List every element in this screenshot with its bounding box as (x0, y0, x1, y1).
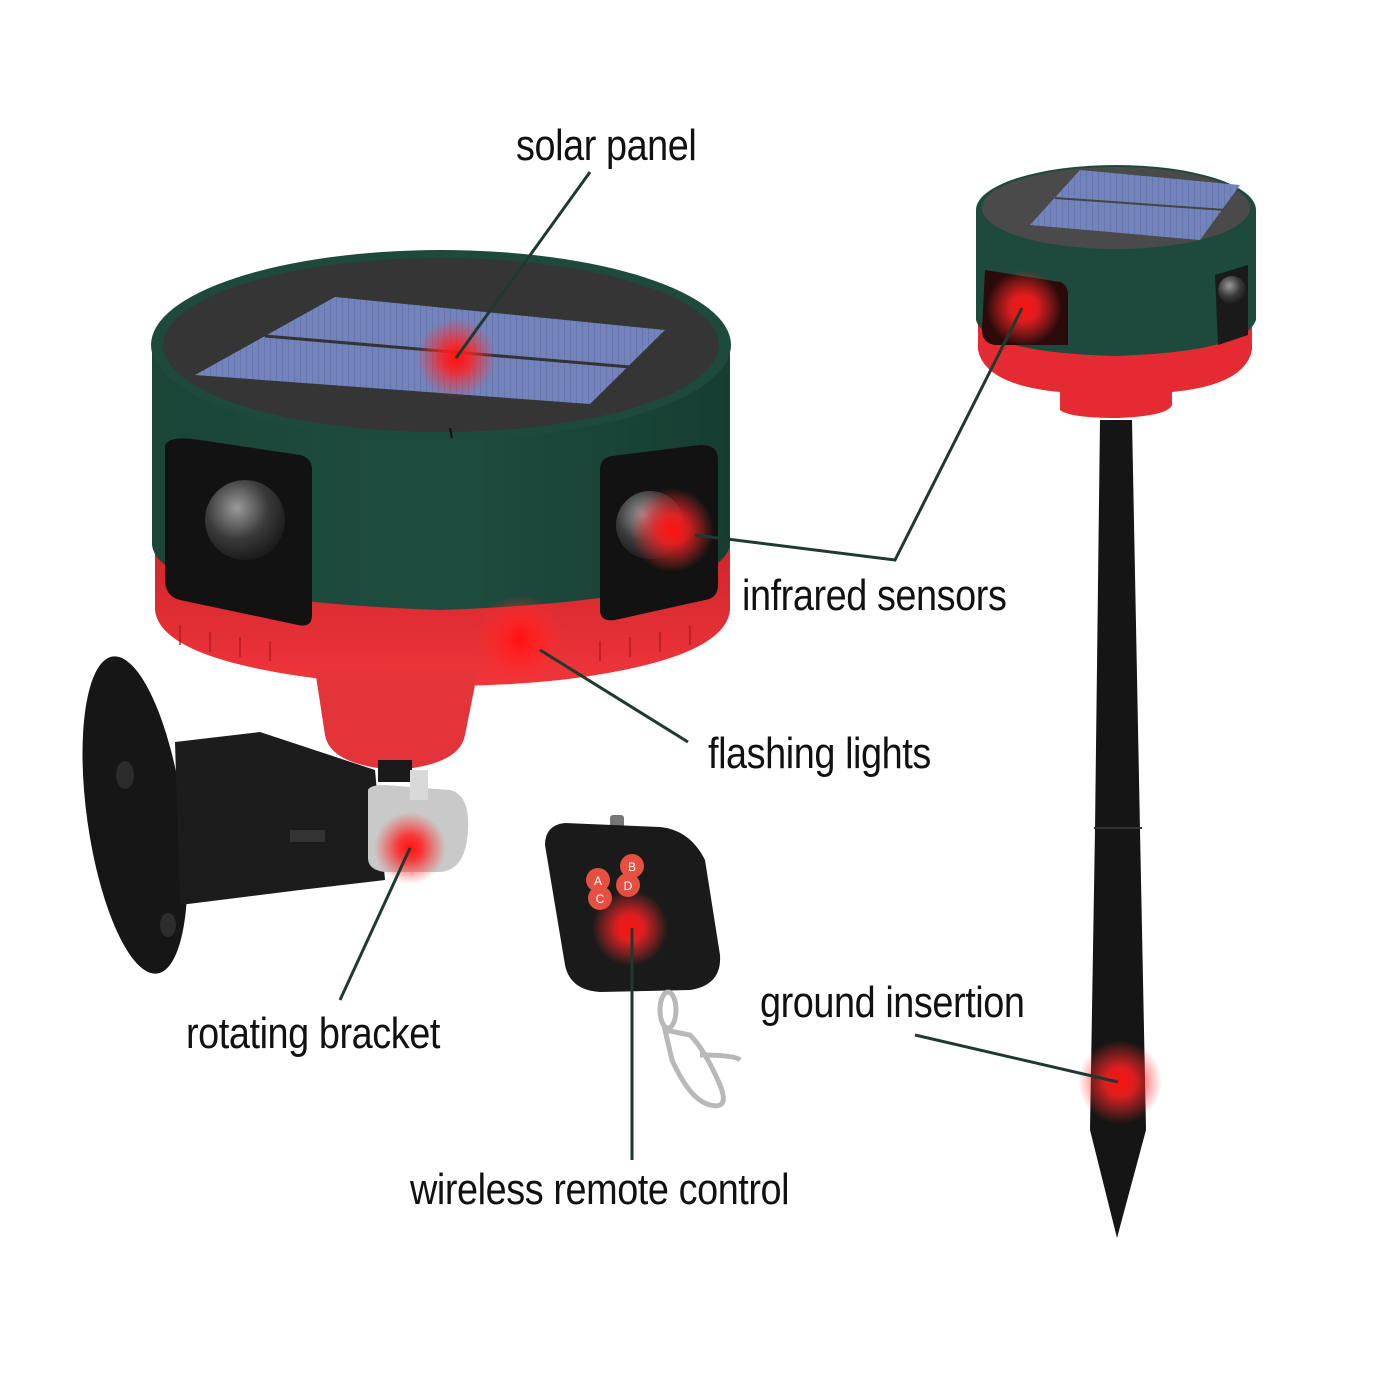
hotspot-flashing-lights (475, 595, 565, 685)
hotspot-ground-insertion (1078, 1040, 1162, 1124)
label-infrared-sensors: infrared sensors (742, 571, 1007, 620)
remote-button-c: C (596, 892, 605, 906)
leader-ground-insertion (914, 1033, 1119, 1084)
label-rotating-bracket: rotating bracket (186, 1009, 440, 1058)
label-wireless-remote-control: wireless remote control (410, 1165, 790, 1214)
leader-lines (338, 171, 1119, 1160)
label-solar-panel: solar panel (516, 121, 697, 170)
label-ground-insertion: ground insertion (760, 978, 1025, 1027)
leader-infrared-sensors (694, 307, 1024, 562)
leader-flashing-lights (539, 648, 689, 744)
remote-button-b: B (628, 860, 636, 874)
hotspot-remote (592, 890, 668, 966)
hotspot-infrared-main (630, 488, 714, 572)
leader-rotating-bracket (338, 847, 412, 1001)
hotspot-infrared-stake (986, 270, 1062, 346)
remote-button-d: D (624, 879, 633, 893)
leader-solar-panel (454, 171, 592, 359)
remote-button-a: A (594, 874, 602, 888)
label-flashing-lights: flashing lights (708, 729, 931, 778)
